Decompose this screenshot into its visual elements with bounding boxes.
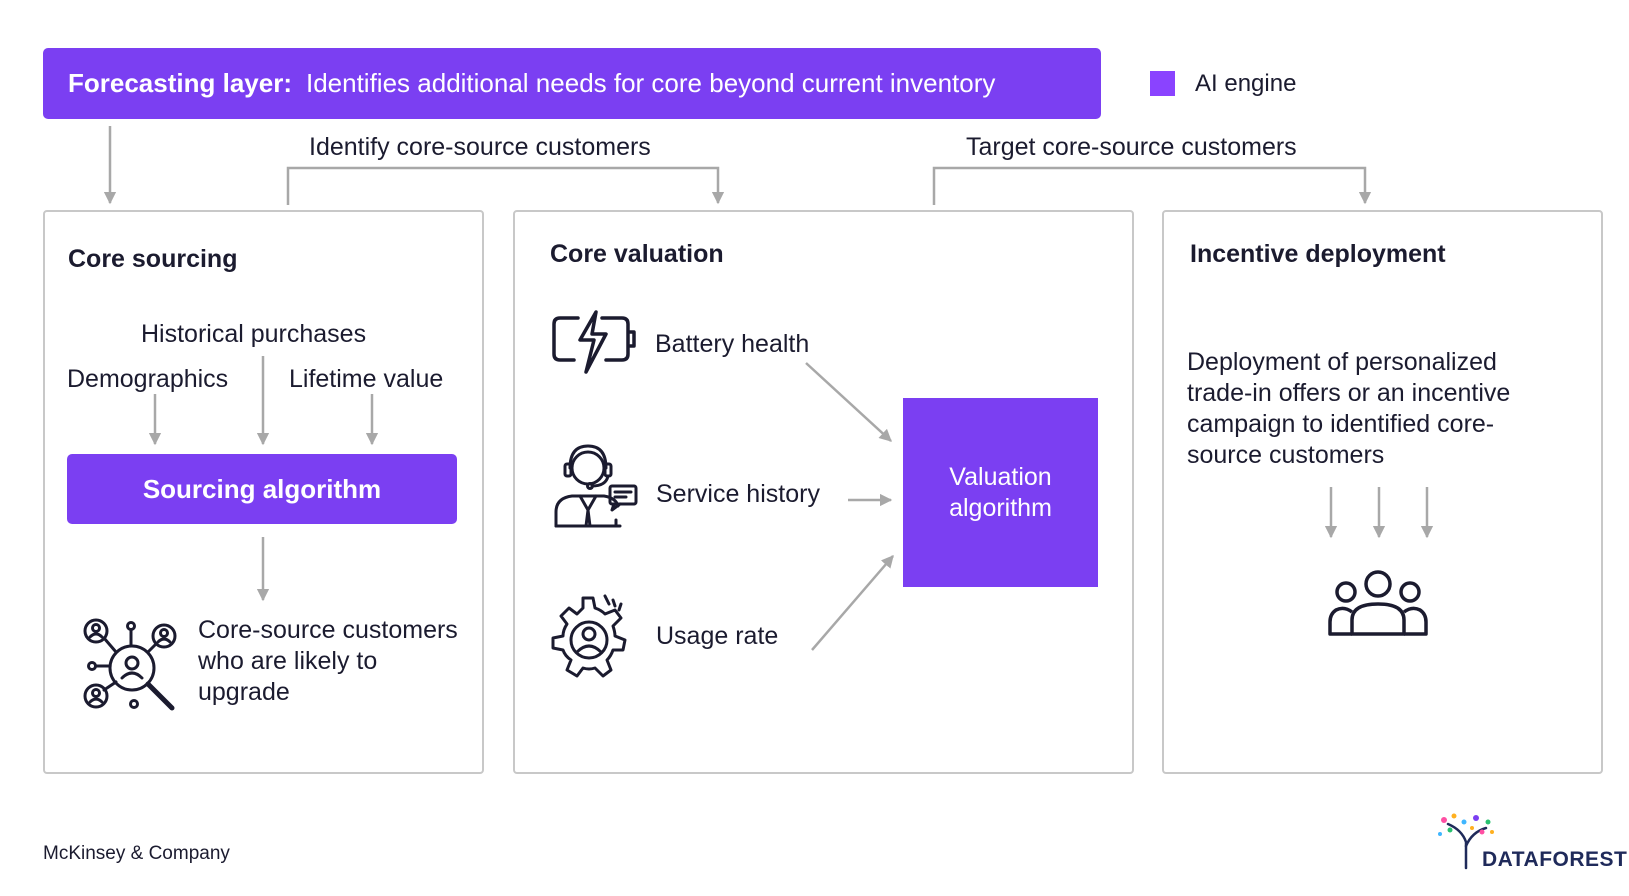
sourcing-algorithm-box: Sourcing algorithm [67, 454, 457, 524]
connector-label-identify: Identify core-source customers [309, 133, 651, 161]
valuation-algorithm-box: Valuation algorithm [903, 398, 1098, 587]
input-demographics: Demographics [67, 365, 229, 393]
incentive-deployment-text: Deployment of personalized trade-in offe… [1187, 348, 1511, 469]
support-agent-icon [554, 444, 638, 528]
input-lifetime-value: Lifetime value [289, 365, 444, 393]
arrow-target [932, 166, 1372, 205]
input-service-history: Service history [656, 480, 820, 508]
arrow-usage [811, 555, 894, 651]
gear-user-icon [551, 594, 627, 678]
arrow-identify [286, 166, 725, 205]
input-battery-health: Battery health [655, 330, 810, 358]
battery-charge-icon [552, 310, 636, 374]
core-sourcing-title: Core sourcing [68, 245, 238, 273]
incentive-deployment-title: Incentive deployment [1190, 240, 1446, 268]
connector-label-target: Target core-source customers [966, 133, 1297, 161]
group-users-icon [1328, 570, 1428, 636]
input-historical-purchases: Historical purchases [141, 320, 367, 348]
customer-search-icon [83, 618, 177, 711]
incentive-deployment-panel [1162, 210, 1603, 774]
arrow-battery [805, 362, 892, 442]
dataforest-logo-icon [1438, 813, 1494, 870]
footer-source: McKinsey & Company [43, 843, 230, 864]
legend-swatch [1150, 71, 1175, 96]
banner-label: Forecasting layer: [68, 68, 292, 98]
brand-wordmark: DATAFOREST [1482, 848, 1628, 871]
forecasting-layer-banner: Forecasting layer: Identifies additional… [43, 48, 1101, 119]
sourcing-output-text: Core-source customers who are likely to … [198, 616, 458, 706]
input-usage-rate: Usage rate [656, 622, 779, 650]
core-valuation-title: Core valuation [550, 240, 724, 268]
banner-text: Identifies additional needs for core bey… [305, 68, 996, 98]
legend-label: AI engine [1195, 70, 1297, 97]
